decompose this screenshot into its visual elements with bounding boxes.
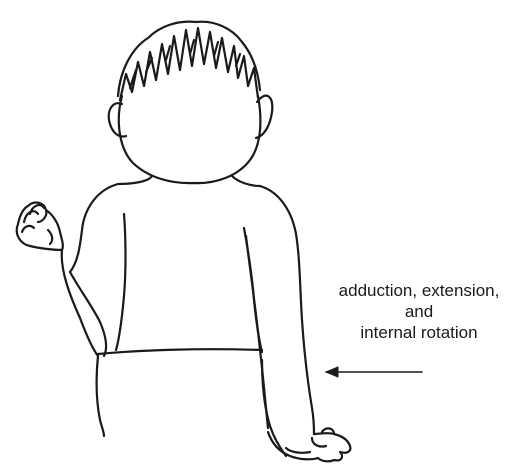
left-shoulder — [70, 184, 118, 272]
annotation-label: adduction, extension, and internal rotat… — [312, 280, 526, 343]
right-hand — [268, 428, 350, 461]
neck-left — [118, 176, 152, 184]
torso-left-side — [116, 214, 126, 350]
annotation-line-3: internal rotation — [312, 322, 526, 343]
annotation-line-1: adduction, extension, — [312, 280, 526, 301]
right-hip — [262, 360, 286, 456]
left-forearm-outer — [62, 250, 98, 356]
left-forearm-inner — [70, 272, 106, 356]
annotation-line-2: and — [312, 301, 526, 322]
head — [119, 96, 261, 183]
pointer-arrow — [326, 367, 422, 377]
left-hand — [17, 203, 63, 250]
left-ear — [109, 103, 126, 136]
hair — [118, 22, 260, 100]
right-shoulder — [260, 186, 314, 434]
neck-right — [232, 176, 260, 186]
waistline — [98, 349, 262, 354]
left-hip — [97, 356, 104, 436]
left-thumb — [48, 230, 52, 244]
